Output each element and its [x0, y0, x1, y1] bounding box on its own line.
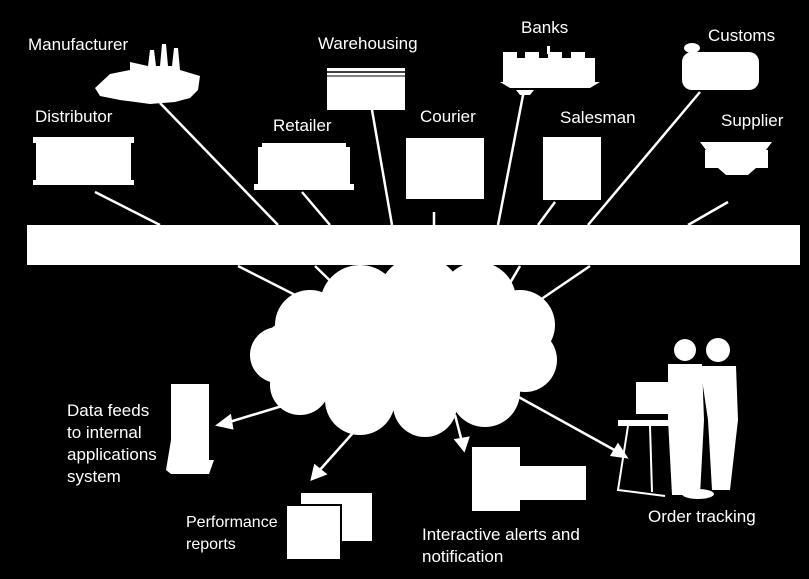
connector-supplier	[687, 200, 729, 227]
label-performance-reports: Performance reports	[186, 514, 278, 553]
retailer-icon	[254, 143, 354, 190]
salesman-icon	[543, 137, 601, 200]
label-courier: Courier	[420, 107, 476, 126]
server-icon	[166, 384, 214, 474]
arrow-alerts	[453, 414, 464, 443]
factory-icon	[95, 44, 200, 104]
arrow-head-order-tracking	[609, 442, 629, 459]
distributor-icon	[33, 137, 134, 185]
arrow-order-tracking	[514, 393, 619, 454]
customs-icon	[682, 43, 759, 90]
connector-retailer	[301, 191, 331, 226]
connector-warehousing	[370, 109, 394, 226]
output-arrows	[215, 393, 629, 482]
supplier-icon	[700, 142, 772, 175]
label-order-tracking: Order tracking	[648, 507, 756, 526]
alerts-icon	[472, 447, 586, 511]
connector-banks	[496, 89, 526, 226]
connector-manufacturer	[159, 102, 279, 226]
bus-link-7	[539, 264, 591, 302]
courier-icon	[406, 138, 484, 199]
arrow-head-alerts	[453, 436, 470, 453]
label-banks: Banks	[521, 18, 569, 37]
label-warehousing: Warehousing	[318, 34, 418, 53]
arrow-performance	[317, 424, 361, 473]
label-data-feeds: Data feeds to internal applications syst…	[67, 401, 157, 486]
connector-customs	[587, 91, 701, 226]
label-salesman: Salesman	[560, 108, 636, 127]
cloud-shape	[250, 256, 557, 437]
warehouse-icon	[327, 68, 405, 110]
node-connectors	[94, 89, 729, 227]
label-distributor: Distributor	[35, 107, 113, 126]
label-supplier: Supplier	[721, 111, 784, 130]
arrow-head-data-feeds	[215, 413, 234, 430]
label-retailer: Retailer	[273, 116, 332, 135]
bank-icon	[500, 46, 600, 95]
arrow-head-performance	[310, 463, 328, 482]
order-tracking-people-icon	[616, 338, 738, 499]
label-manufacturer: Manufacturer	[28, 35, 129, 54]
connector-salesman	[536, 201, 557, 226]
arrow-data-feeds	[225, 401, 293, 425]
label-interactive-alerts: Interactive alerts and notification	[422, 525, 580, 566]
reports-icon	[285, 493, 372, 561]
label-customs: Customs	[708, 26, 776, 45]
connector-distributor	[94, 190, 161, 227]
